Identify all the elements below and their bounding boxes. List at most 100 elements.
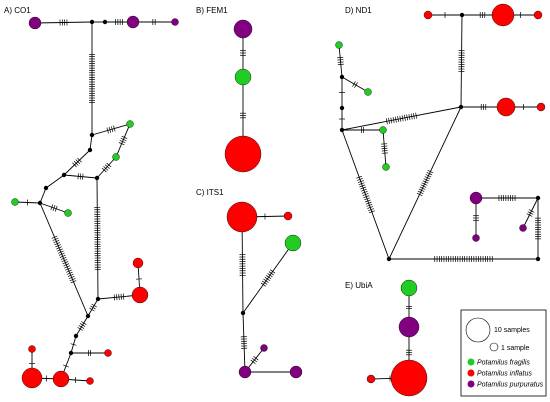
nd1-mutation-tick [406,114,409,121]
nd1-mutation-tick [423,178,430,182]
legend-size-small-circle [489,342,499,352]
fem1-haplotype-node [233,19,253,39]
co1-mutation-tick [62,261,69,265]
nd1-mutation-tick [392,117,395,124]
co1-mutation-tick [50,204,54,211]
nd1-mutation-tick [360,188,367,192]
nd1-median-vector [339,74,345,80]
co1-mutation-tick [51,235,58,239]
co1-mutation-tick [101,167,107,173]
its1-haplotype-node [260,344,268,352]
co1-mutation-tick [54,205,58,212]
co1-edge [115,123,131,158]
co1-mutation-tick [110,126,114,133]
nd1-mutation-tick [337,61,344,63]
nd1-edge [341,76,369,93]
co1-mutation-tick [73,160,79,166]
co1-mutation-tick [53,240,60,244]
co1-mutation-tick [68,275,75,279]
network-fem1 [224,19,262,173]
legend-size-large-circle [465,317,491,343]
nd1-mutation-tick [424,176,431,180]
co1-haplotype-node [64,209,72,217]
nd1-mutation-tick [337,63,344,66]
co1-median-vector [85,313,91,319]
its1-haplotype-node [238,365,252,379]
co1-haplotype-node [171,18,179,26]
nd1-haplotype-node [382,163,390,171]
co1-haplotype-node [112,153,120,161]
network-co1 [11,15,179,389]
co1-mutation-tick [52,237,59,241]
nd1-mutation-tick [358,182,365,186]
co1-mutation-tick [113,294,116,301]
co1-median-vector [89,19,95,25]
nd1-median-vector [386,256,392,262]
ubia-haplotype-node [400,279,418,297]
nd1-haplotype-node [519,224,527,232]
legend-size-large-label: 10 samples [494,327,530,334]
panel-title-co1: A) CO1 [4,6,31,15]
nd1-mutation-tick [363,195,370,199]
co1-haplotype-node [86,377,94,385]
ubia-haplotype-node [390,359,428,397]
co1-mutation-tick [59,254,66,258]
nd1-mutation-tick [420,184,427,188]
legend-purpuratus-label: Potamilus purpuratus [477,382,544,389]
nd1-haplotype-node [496,97,516,117]
co1-mutation-tick [77,157,82,163]
co1-mutation-tick [121,135,128,139]
legend-purpuratus-dot [467,380,475,388]
nd1-mutation-tick [364,197,371,201]
co1-median-vector [68,350,74,356]
its1-mutation-tick [260,282,266,287]
nd1-haplotype-node [379,126,387,134]
nd1-mutation-tick [388,117,390,124]
nd1-mutation-tick [359,184,366,188]
its1-haplotype-node [284,234,302,252]
nd1-haplotype-node [335,41,343,49]
co1-mutation-tick [122,293,125,300]
nd1-mutation-tick [415,112,418,119]
nd1-mutation-tick [528,209,535,213]
co1-mutation-tick [70,280,77,284]
nd1-mutation-tick [527,211,534,215]
its1-mutation-tick [262,280,268,285]
co1-haplotype-node [104,349,112,357]
co1-mutation-tick [63,364,69,368]
its1-edge [241,216,244,314]
legend-inflatus-dot [467,369,475,377]
network-ubia [366,279,428,397]
nd1-edge [341,106,462,131]
nd1-mutation-tick [413,113,415,120]
co1-mutation-tick [106,127,109,134]
co1-mutation-tick [89,307,95,312]
co1-median-vector [102,19,108,25]
nd1-mutation-tick [426,172,433,176]
nd1-mutation-tick [425,174,432,178]
co1-edge [96,156,117,179]
nd1-median-vector [535,256,541,262]
nd1-edge [388,106,462,260]
co1-mutation-tick [91,303,97,308]
its1-mutation-tick [264,276,270,281]
nd1-mutation-tick [390,117,393,124]
nd1-mutation-tick [419,186,426,190]
its1-edge [242,242,294,314]
co1-mutation-tick [118,293,120,301]
nd1-mutation-tick [354,82,358,88]
nd1-mutation-tick [368,208,374,211]
ubia-haplotype-node [398,316,420,338]
nd1-mutation-tick [427,169,434,174]
co1-haplotype-node [28,16,42,30]
nd1-median-vector [339,105,345,111]
nd1-mutation-tick [421,182,428,186]
co1-mutation-tick [116,294,118,301]
its1-mutation-tick [266,275,272,280]
co1-mutation-tick [54,242,61,246]
nd1-mutation-tick [367,206,374,209]
co1-median-vector [43,185,49,191]
co1-mutation-tick [82,173,84,180]
co1-mutation-tick [56,246,62,250]
